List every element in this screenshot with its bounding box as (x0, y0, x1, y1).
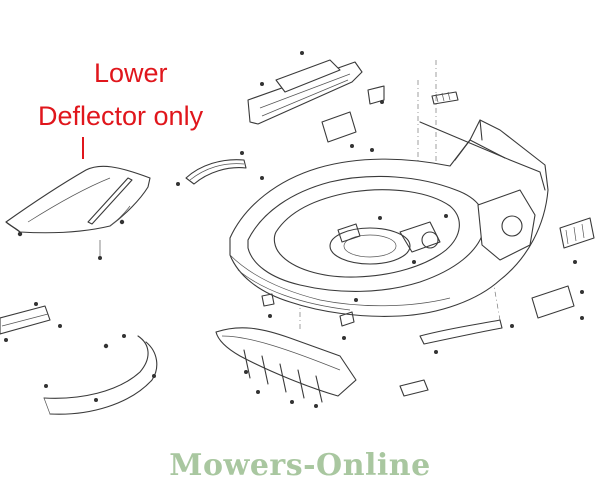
lower-deflector (5, 165, 151, 260)
watermark-logo: Mowers-Online (169, 448, 431, 483)
trim-strip-top (176, 151, 264, 186)
callout-leader-line (82, 137, 84, 159)
rear-flap-assembly (247, 51, 385, 152)
front-skirt (215, 293, 358, 408)
mower-deck (229, 91, 549, 317)
left-side-parts (0, 302, 158, 415)
right-side-parts (399, 217, 595, 397)
callout-label-line2: Deflector only (38, 101, 204, 131)
callout-label-line1: Lower (94, 58, 168, 88)
